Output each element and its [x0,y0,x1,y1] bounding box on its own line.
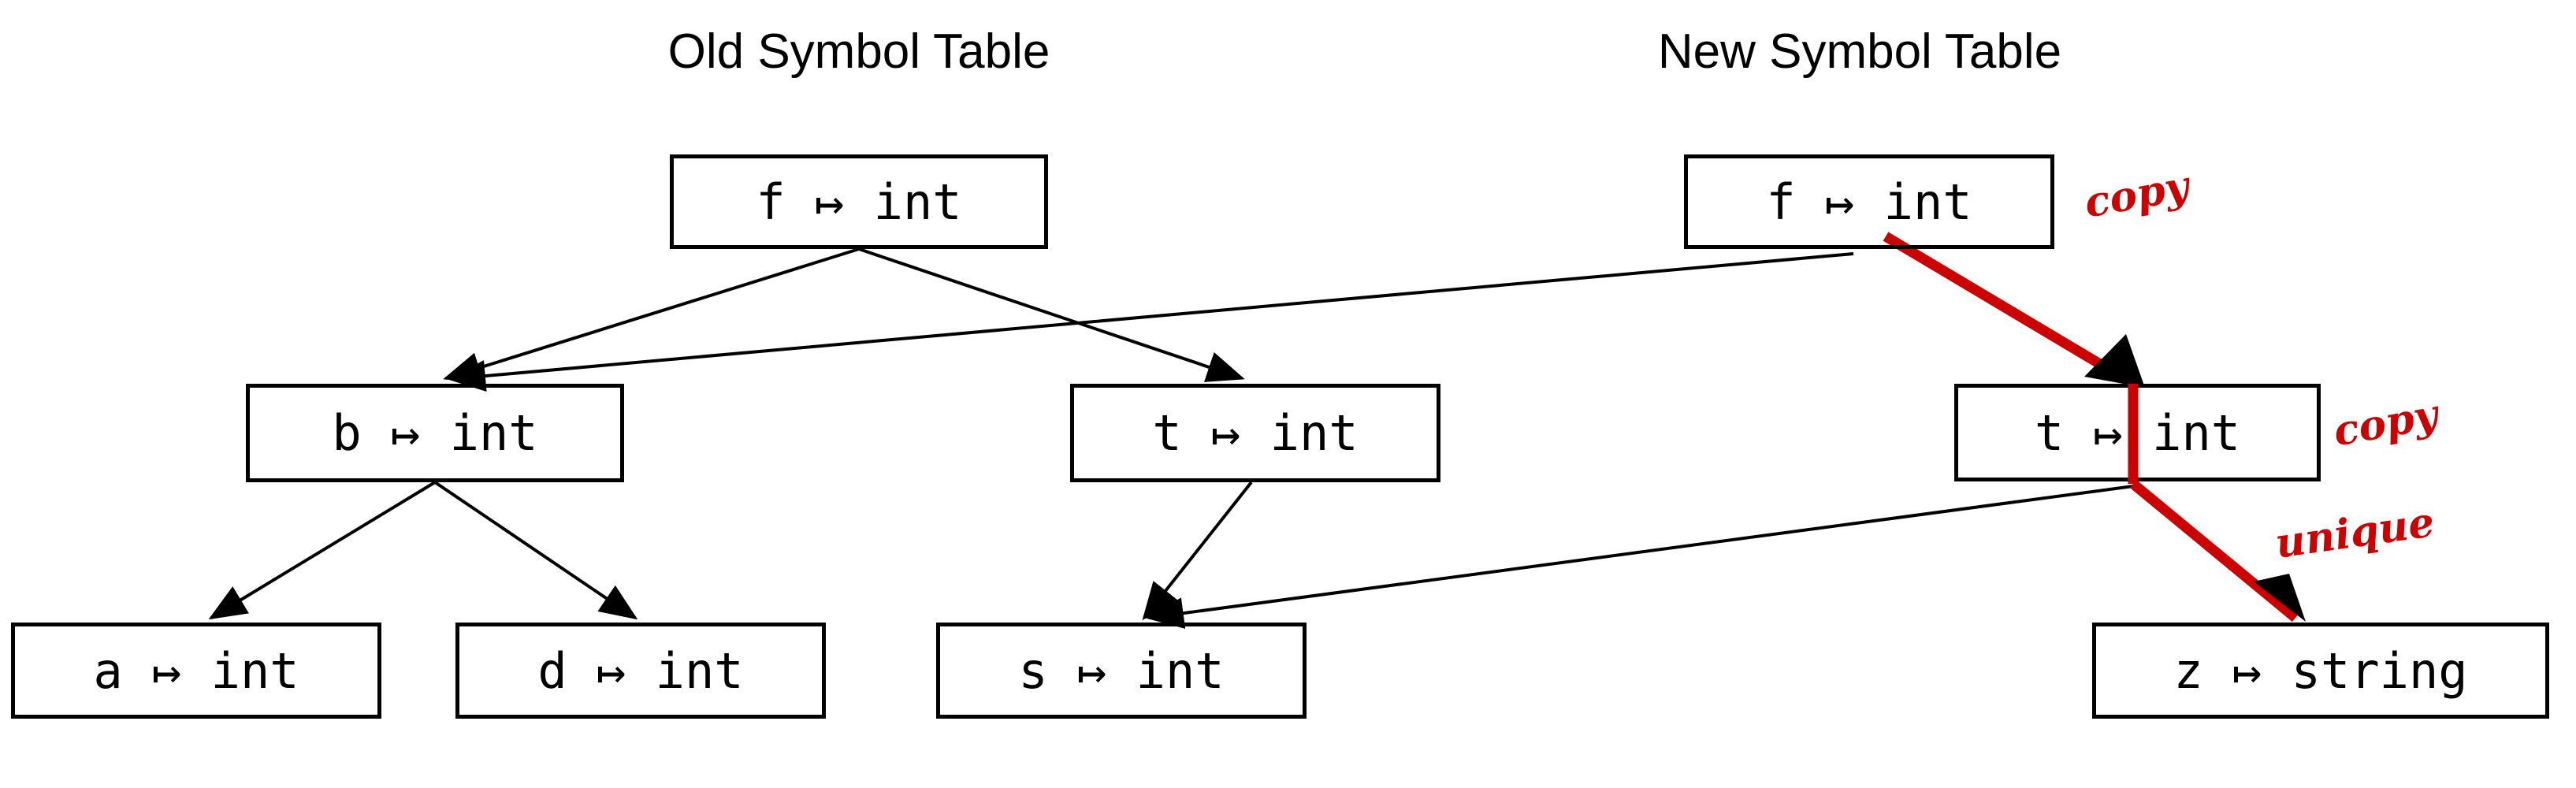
red-edge-new-t-to-new-z [2129,479,2299,623]
node-old-d: d ↦ int [455,623,826,719]
annotation-copy-top: copy [2080,162,2193,228]
red-edge-new-f-to-new-t [1883,232,2136,388]
column-title-old: Old Symbol Table [667,24,1050,79]
annotation-copy-middle: copy [2329,390,2442,456]
edge-old-t-to-old-s [1142,481,1253,621]
node-old-b: b ↦ int [246,384,624,482]
node-old-t: t ↦ int [1070,384,1440,482]
edge-old-b-to-old-a [208,481,437,620]
annotation-unique: unique [2272,498,2437,568]
edge-old-b-to-old-d [433,481,638,620]
edge-old-f-to-old-b [443,247,860,383]
arrowhead-into-new-t [2084,334,2145,388]
node-old-a: a ↦ int [11,623,381,719]
arrowhead-into-new-z [2254,574,2306,622]
node-new-f: f ↦ int [1684,154,2054,249]
node-old-f: f ↦ int [670,154,1048,249]
edge-new-f-to-old-b [448,252,1854,392]
node-new-z: z ↦ string [2092,623,2549,719]
node-new-t: t ↦ int [1954,384,2321,481]
node-old-s: s ↦ int [936,623,1307,719]
edge-old-f-to-old-t [858,247,1245,382]
column-title-new: New Symbol Table [1657,24,2062,79]
edge-new-t-to-old-s [1146,485,2134,629]
